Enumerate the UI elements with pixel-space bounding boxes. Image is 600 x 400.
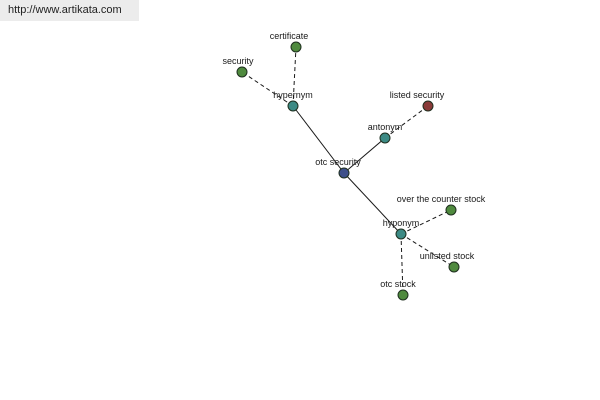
graph-edges <box>241 46 455 296</box>
node-otc-stock[interactable] <box>397 289 409 301</box>
node-label-listed-security[interactable]: listed security <box>390 90 445 100</box>
node-hypernym[interactable] <box>287 100 299 112</box>
edge-hypernym-to-certificate <box>292 46 297 107</box>
node-over-the-counter-stock[interactable] <box>445 204 457 216</box>
edge-hyponym-to-unlisted-stock <box>400 233 455 268</box>
node-certificate[interactable] <box>290 41 302 53</box>
node-hyponym[interactable] <box>395 228 407 240</box>
node-label-hyponym[interactable]: hyponym <box>383 218 420 228</box>
edge-antonym-to-listed-security <box>384 105 429 139</box>
node-unlisted-stock[interactable] <box>448 261 460 273</box>
edge-otc-security-to-antonym <box>343 137 386 174</box>
node-label-security[interactable]: security <box>222 56 254 66</box>
graph-nodes <box>236 41 460 301</box>
node-listed-security[interactable] <box>422 100 434 112</box>
node-label-certificate[interactable]: certificate <box>270 31 309 41</box>
node-label-antonym[interactable]: antonym <box>368 122 403 132</box>
edge-hyponym-to-otc-stock <box>400 233 404 296</box>
node-antonym[interactable] <box>379 132 391 144</box>
source-url[interactable]: http://www.artikata.com <box>0 0 139 21</box>
node-security[interactable] <box>236 66 248 78</box>
node-label-over-the-counter-stock[interactable]: over the counter stock <box>397 194 486 204</box>
node-label-hypernym[interactable]: hypernym <box>273 90 313 100</box>
edge-hyponym-to-over-the-counter-stock <box>400 209 452 235</box>
edge-otc-security-to-hyponym <box>343 172 402 235</box>
node-label-unlisted-stock[interactable]: unlisted stock <box>420 251 475 261</box>
node-otc-security[interactable] <box>338 167 350 179</box>
node-label-otc-stock[interactable]: otc stock <box>380 279 416 289</box>
graph-labels: certificate security hypernym listed securi… <box>222 31 485 289</box>
edge-otc-security-to-hypernym <box>292 105 345 174</box>
node-label-otc-security[interactable]: otc security <box>315 157 361 167</box>
edge-hypernym-to-security <box>241 71 294 107</box>
